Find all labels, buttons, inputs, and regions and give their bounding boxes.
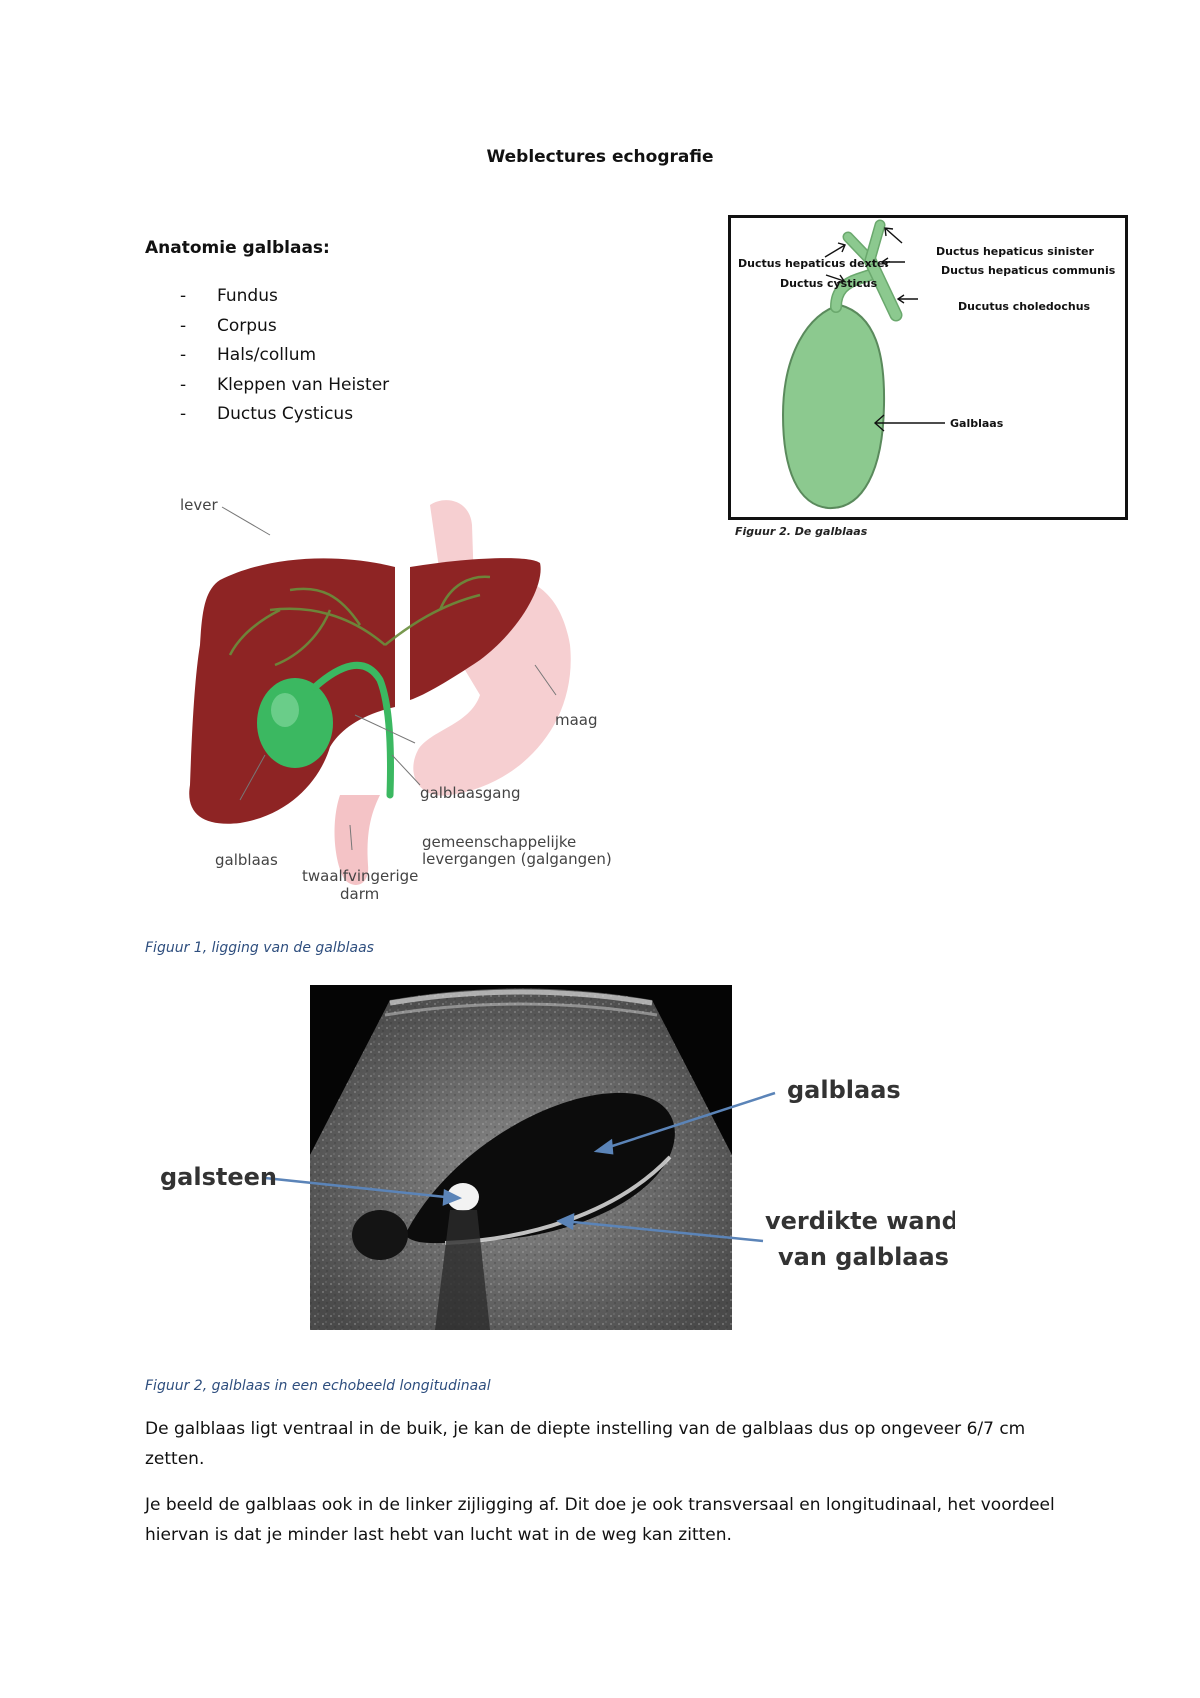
list-item: - Ductus Cysticus bbox=[180, 400, 389, 430]
list-item: - Kleppen van Heister bbox=[180, 371, 389, 401]
gallbladder-shape bbox=[781, 303, 886, 510]
label-hepaticus-dexter: Ductus hepaticus dexter bbox=[738, 257, 890, 270]
label-echo-van-galblaas: van galblaas bbox=[778, 1243, 949, 1271]
label-darm: darm bbox=[340, 885, 379, 903]
list-item: - Hals/collum bbox=[180, 341, 389, 371]
list-item-text: Corpus bbox=[217, 315, 277, 336]
list-item: - Fundus bbox=[180, 282, 389, 312]
label-ductus-cysticus: Ductus cysticus bbox=[780, 277, 878, 290]
label-echo-galblaas: galblaas bbox=[787, 1076, 901, 1104]
label-galblaas: galblaas bbox=[215, 851, 278, 869]
label-galblaasgang: galblaasgang bbox=[420, 784, 521, 802]
label-hepaticus-communis: Ductus hepaticus communis bbox=[941, 264, 1116, 277]
list-item: - Corpus bbox=[180, 312, 389, 342]
anatomy-list: - Fundus - Corpus - Hals/collum - Kleppen va… bbox=[180, 282, 389, 430]
list-item-text: Ductus Cysticus bbox=[217, 404, 354, 424]
bullet-dash: - bbox=[180, 286, 187, 306]
gallbladder-shape bbox=[257, 678, 333, 768]
duct-figure-caption: Figuur 2. De galblaas bbox=[735, 525, 868, 538]
paragraph-position: Je beeld de galblaas ook in de linker zi… bbox=[145, 1490, 1075, 1550]
label-choledochus: Ducutus choledochus bbox=[958, 300, 1091, 313]
document-title: Weblectures echografie bbox=[486, 147, 714, 167]
label-maag: maag bbox=[555, 711, 598, 729]
label-levergangen: levergangen (galgangen) bbox=[422, 850, 612, 868]
figure-1-caption: Figuur 1, ligging van de galblaas bbox=[145, 940, 374, 956]
label-gemeenschappelijke: gemeenschappelijke bbox=[422, 833, 576, 851]
duct-diagram-figure: Ductus hepaticus dexter Ductus cysticus … bbox=[728, 215, 1128, 520]
bullet-dash: - bbox=[180, 345, 187, 365]
label-galblaas-diagram: Galblaas bbox=[950, 417, 1004, 430]
list-item-text: Kleppen van Heister bbox=[217, 374, 390, 395]
list-item-text: Fundus bbox=[217, 286, 278, 306]
bullet-dash: - bbox=[180, 315, 187, 336]
figure-2-caption: Figuur 2, galblaas in een echobeeld long… bbox=[145, 1378, 491, 1394]
gallstone bbox=[447, 1183, 479, 1211]
label-echo-verdikte-wand: verdikte wand bbox=[765, 1207, 955, 1235]
ultrasound-figure: galblaas galsteen verdikte wand van galb… bbox=[160, 985, 955, 1330]
bullet-dash: - bbox=[180, 404, 187, 424]
label-twaalfvingerige: twaalfvingerige bbox=[302, 867, 418, 885]
section-heading: Anatomie galblaas: bbox=[145, 238, 330, 258]
list-item-text: Hals/collum bbox=[217, 345, 317, 365]
bullet-dash: - bbox=[180, 374, 187, 395]
label-lever: lever bbox=[180, 496, 219, 514]
paragraph-text: Je beeld de galblaas ook in de linker zi… bbox=[145, 1495, 1055, 1545]
label-echo-galsteen: galsteen bbox=[160, 1163, 277, 1191]
paragraph-text: De galblaas ligt ventraal in de buik, je… bbox=[145, 1419, 1026, 1469]
paragraph-depth: De galblaas ligt ventraal in de buik, je… bbox=[145, 1414, 1075, 1474]
label-hepaticus-sinister: Ductus hepaticus sinister bbox=[936, 245, 1094, 258]
liver-illustration: lever maag galblaasgang gemeenschappelij… bbox=[180, 496, 612, 903]
